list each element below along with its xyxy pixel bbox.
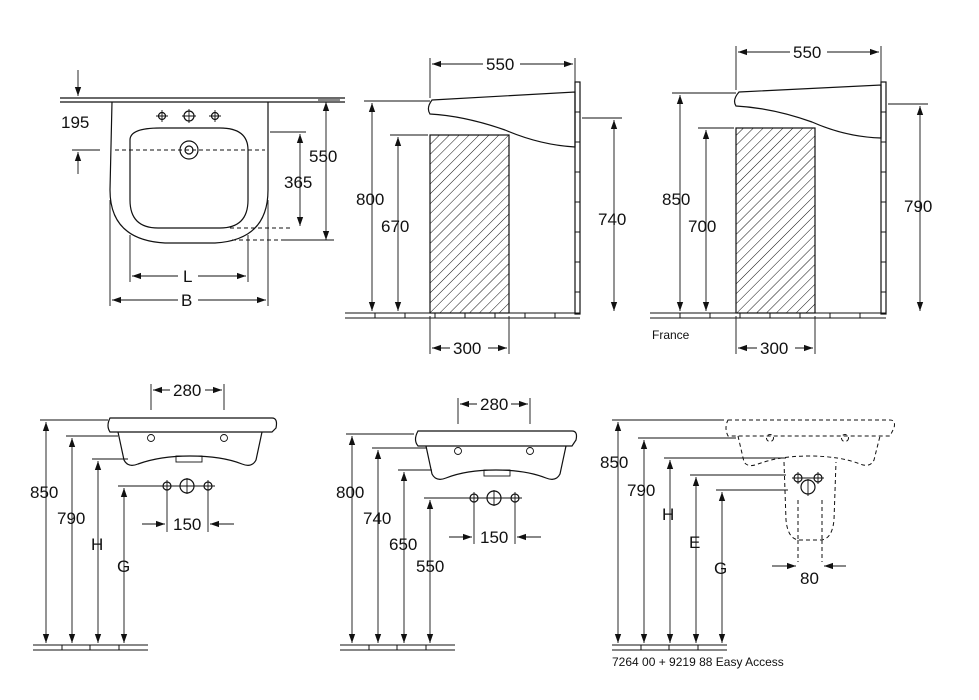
fva-rim-label: 850 (600, 453, 628, 472)
fv1-rim-label: 850 (30, 483, 58, 502)
fv2-bowl-label: 740 (363, 509, 391, 528)
fv1-fixing-label: 280 (173, 381, 201, 400)
fv1-g-label: G (117, 557, 130, 576)
side-fr-pedestal-label: 700 (688, 217, 716, 236)
overall-width-label: B (181, 291, 192, 310)
fva-bowl-label: 790 (627, 481, 655, 500)
fv2-h-label: 650 (389, 535, 417, 554)
front-view-1: 280 850 790 H G 150 (30, 381, 278, 651)
side-fr-rim-label: 850 (662, 190, 690, 209)
fv2-tap-spacing-label: 150 (480, 528, 508, 547)
france-caption: France (652, 328, 690, 342)
side-std-pedestal-label: 670 (381, 217, 409, 236)
fva-e-label: E (689, 533, 700, 552)
side-view-standard: 550 800 670 740 300 (345, 55, 626, 358)
side-std-rim-label: 800 (356, 190, 384, 209)
side-view-france: 550 850 700 790 300 France (650, 43, 932, 358)
inner-depth-label: 365 (284, 173, 312, 192)
top-view: 195 550 365 L B (60, 70, 345, 310)
side-std-width-label: 550 (486, 55, 514, 74)
easy-access-caption: 7264 00 + 9219 88 Easy Access (612, 655, 784, 669)
side-fr-width-label: 550 (793, 43, 821, 62)
side-fr-wall-label: 790 (904, 197, 932, 216)
fv1-bowl-label: 790 (57, 509, 85, 528)
fv2-g-label: 550 (416, 557, 444, 576)
fv2-rim-label: 800 (336, 483, 364, 502)
front-view-2: 280 800 740 650 550 150 (336, 395, 578, 651)
fv2-fixing-label: 280 (480, 395, 508, 414)
top-offset-label: 195 (61, 113, 89, 132)
side-fr-pedestal-width-label: 300 (760, 339, 788, 358)
side-std-wall-label: 740 (598, 210, 626, 229)
side-std-pedestal-width-label: 300 (453, 339, 481, 358)
fv1-h-label: H (91, 535, 103, 554)
fva-waste-width-label: 80 (800, 569, 819, 588)
front-view-easy-access: 850 790 H E G 80 7264 00 + 9219 88 Easy … (600, 419, 895, 669)
depth-label: 550 (309, 147, 337, 166)
fv1-tap-spacing-label: 150 (173, 515, 201, 534)
inner-width-label: L (183, 267, 192, 286)
fva-g-label: G (714, 559, 727, 578)
fva-h-label: H (662, 505, 674, 524)
